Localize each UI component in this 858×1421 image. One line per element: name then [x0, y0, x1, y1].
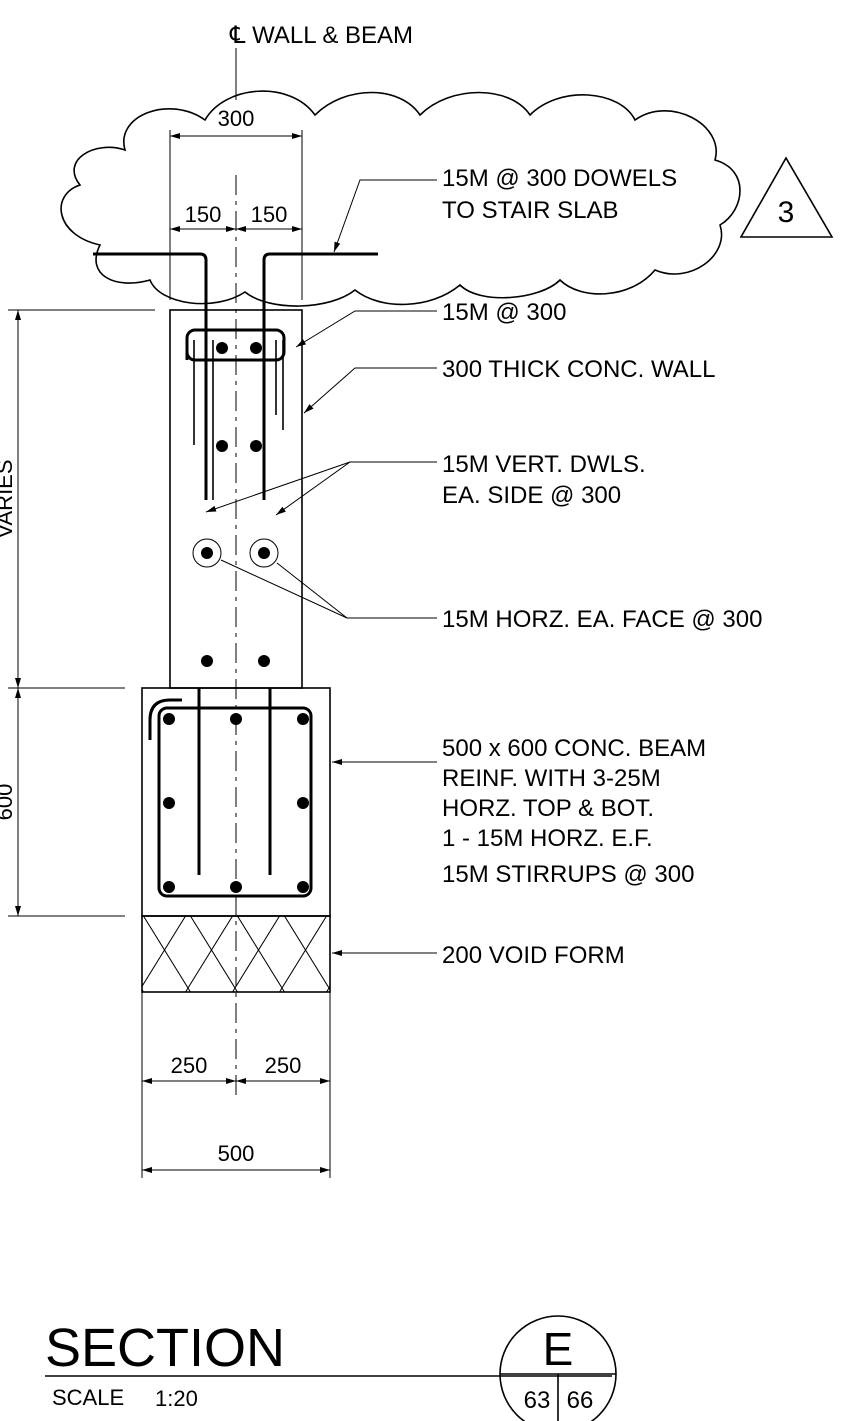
leader-horz-b: [276, 562, 348, 619]
note-void: 200 VOID FORM: [442, 942, 625, 969]
note-vert-1: 15M VERT. DWLS.: [442, 451, 646, 478]
dim-bottom-right: 250: [265, 1053, 302, 1078]
rebar-dot: [201, 655, 213, 667]
detail-letter: E: [543, 1323, 574, 1375]
rebar-dot: [258, 655, 270, 667]
note-beam-1: 500 x 600 CONC. BEAM: [442, 735, 706, 762]
leader-wall: [303, 367, 437, 414]
rebar-dot: [250, 440, 262, 452]
rebar-dot: [297, 797, 309, 809]
centerline-label: ℄ WALL & BEAM: [229, 22, 413, 49]
rebar-dot: [230, 713, 242, 725]
note-horz: 15M HORZ. EA. FACE @ 300: [442, 606, 762, 633]
leader-vert-dowel-a: [205, 461, 351, 513]
rebar-dot: [230, 881, 242, 893]
dim-top-left: 150: [185, 202, 222, 227]
rebar-dot: [250, 342, 262, 354]
dim-wall-height: VARIES: [0, 459, 17, 538]
revision-cloud: [60, 90, 741, 307]
leader-stirrup: [295, 310, 437, 348]
leader-horz-a: [220, 559, 348, 619]
dim-beam-height: 600: [0, 784, 17, 821]
note-stirrup: 15M @ 300: [442, 299, 566, 326]
scale-label: SCALE: [52, 1385, 124, 1410]
note-beam-2: REINF. WITH 3-25M: [442, 765, 661, 792]
dim-top-total: 300: [218, 106, 255, 131]
dim-bottom-total: 500: [218, 1141, 255, 1166]
revision-triangle: [739, 156, 834, 238]
note-beam-4: 1 - 15M HORZ. E.F.: [442, 825, 653, 852]
revision-tag: 3: [778, 196, 795, 229]
dowel-bar-left: [93, 252, 208, 500]
rebar-dot: [163, 797, 175, 809]
note-beam-5: 15M STIRRUPS @ 300: [442, 861, 694, 888]
scale-value: 1:20: [155, 1386, 198, 1411]
note-vert-2: EA. SIDE @ 300: [442, 482, 621, 509]
rebar-dot: [297, 881, 309, 893]
rebar-dot: [163, 881, 175, 893]
leader-dowels: [333, 179, 437, 253]
dim-bottom-left: 250: [171, 1053, 208, 1078]
rebar-dot: [216, 342, 228, 354]
note-dowels-2: TO STAIR SLAB: [442, 197, 619, 224]
rebar-dot: [258, 547, 270, 559]
dim-top-right: 150: [251, 202, 288, 227]
void-form: [141, 915, 331, 993]
rebar-dot: [163, 713, 175, 725]
beam-stirrup: [157, 706, 313, 898]
rebar-dot: [297, 713, 309, 725]
sheet-from: 63: [524, 1387, 551, 1414]
dowel-bar-right: [262, 252, 378, 500]
note-dowels-1: 15M @ 300 DOWELS: [442, 165, 677, 192]
rebar-dot: [201, 547, 213, 559]
rebar-dot: [216, 440, 228, 452]
leader-vert-dowel-b: [275, 461, 351, 516]
sheet-to: 66: [567, 1387, 594, 1414]
section-title: SECTION: [45, 1318, 285, 1378]
note-beam-3: HORZ. TOP & BOT.: [442, 795, 654, 822]
note-wall: 300 THICK CONC. WALL: [442, 356, 715, 383]
